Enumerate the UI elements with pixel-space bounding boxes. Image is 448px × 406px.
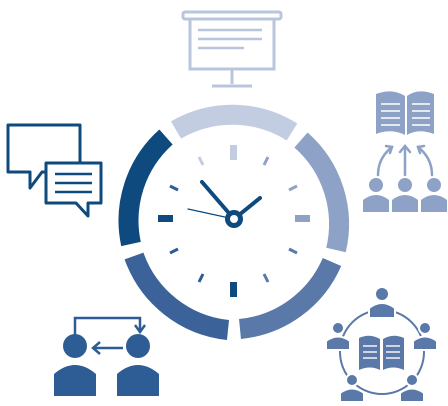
ring-segment-top xyxy=(170,104,298,141)
presentation-board-icon xyxy=(181,10,283,88)
shared-book-group-icon xyxy=(363,91,447,212)
book-circle-group-icon xyxy=(325,286,438,403)
peer-exchange-icon xyxy=(54,316,159,396)
ring-segment-right xyxy=(294,132,350,253)
clock-hands xyxy=(187,180,262,221)
ring-segment-left xyxy=(118,129,173,247)
clock-hour-markers xyxy=(158,145,310,297)
ring-segment-bottom-left xyxy=(124,252,230,340)
clock-icon xyxy=(118,104,350,340)
ring-segment-bottom-right xyxy=(238,257,342,339)
speech-bubbles-icon xyxy=(6,123,103,218)
